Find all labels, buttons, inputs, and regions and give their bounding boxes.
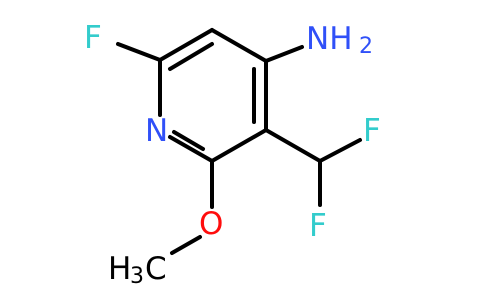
bond-o-ch3 [170, 235, 202, 255]
methyl-c-label: C [145, 251, 167, 287]
fluorine-bottom-label: F [309, 208, 327, 244]
amino-subscript: 2 [359, 34, 373, 59]
oxygen-atom-label: O [199, 206, 223, 242]
fluorine-right-label: F [363, 113, 381, 149]
bond-c3-chf2 [264, 128, 322, 163]
bond-c3-c2 [210, 128, 268, 163]
bond-c5-c4 [210, 28, 268, 63]
bond-c6-c5-inner [168, 42, 214, 71]
methyl-subscript: 3 [130, 264, 144, 289]
bond-c4-nh2 [264, 45, 304, 63]
fluorine-atom-label: F [84, 20, 102, 56]
amino-group-label: NH [306, 21, 353, 57]
bond-chf2-f-right [318, 138, 362, 163]
methyl-h-label: H [108, 251, 131, 287]
bond-c2-n-inner [172, 130, 205, 151]
nitrogen-ring-atom-label: N [145, 113, 168, 149]
bond-c6-c5 [158, 28, 214, 62]
bond-c6-f [116, 42, 162, 62]
bond-c2-n [168, 135, 214, 163]
